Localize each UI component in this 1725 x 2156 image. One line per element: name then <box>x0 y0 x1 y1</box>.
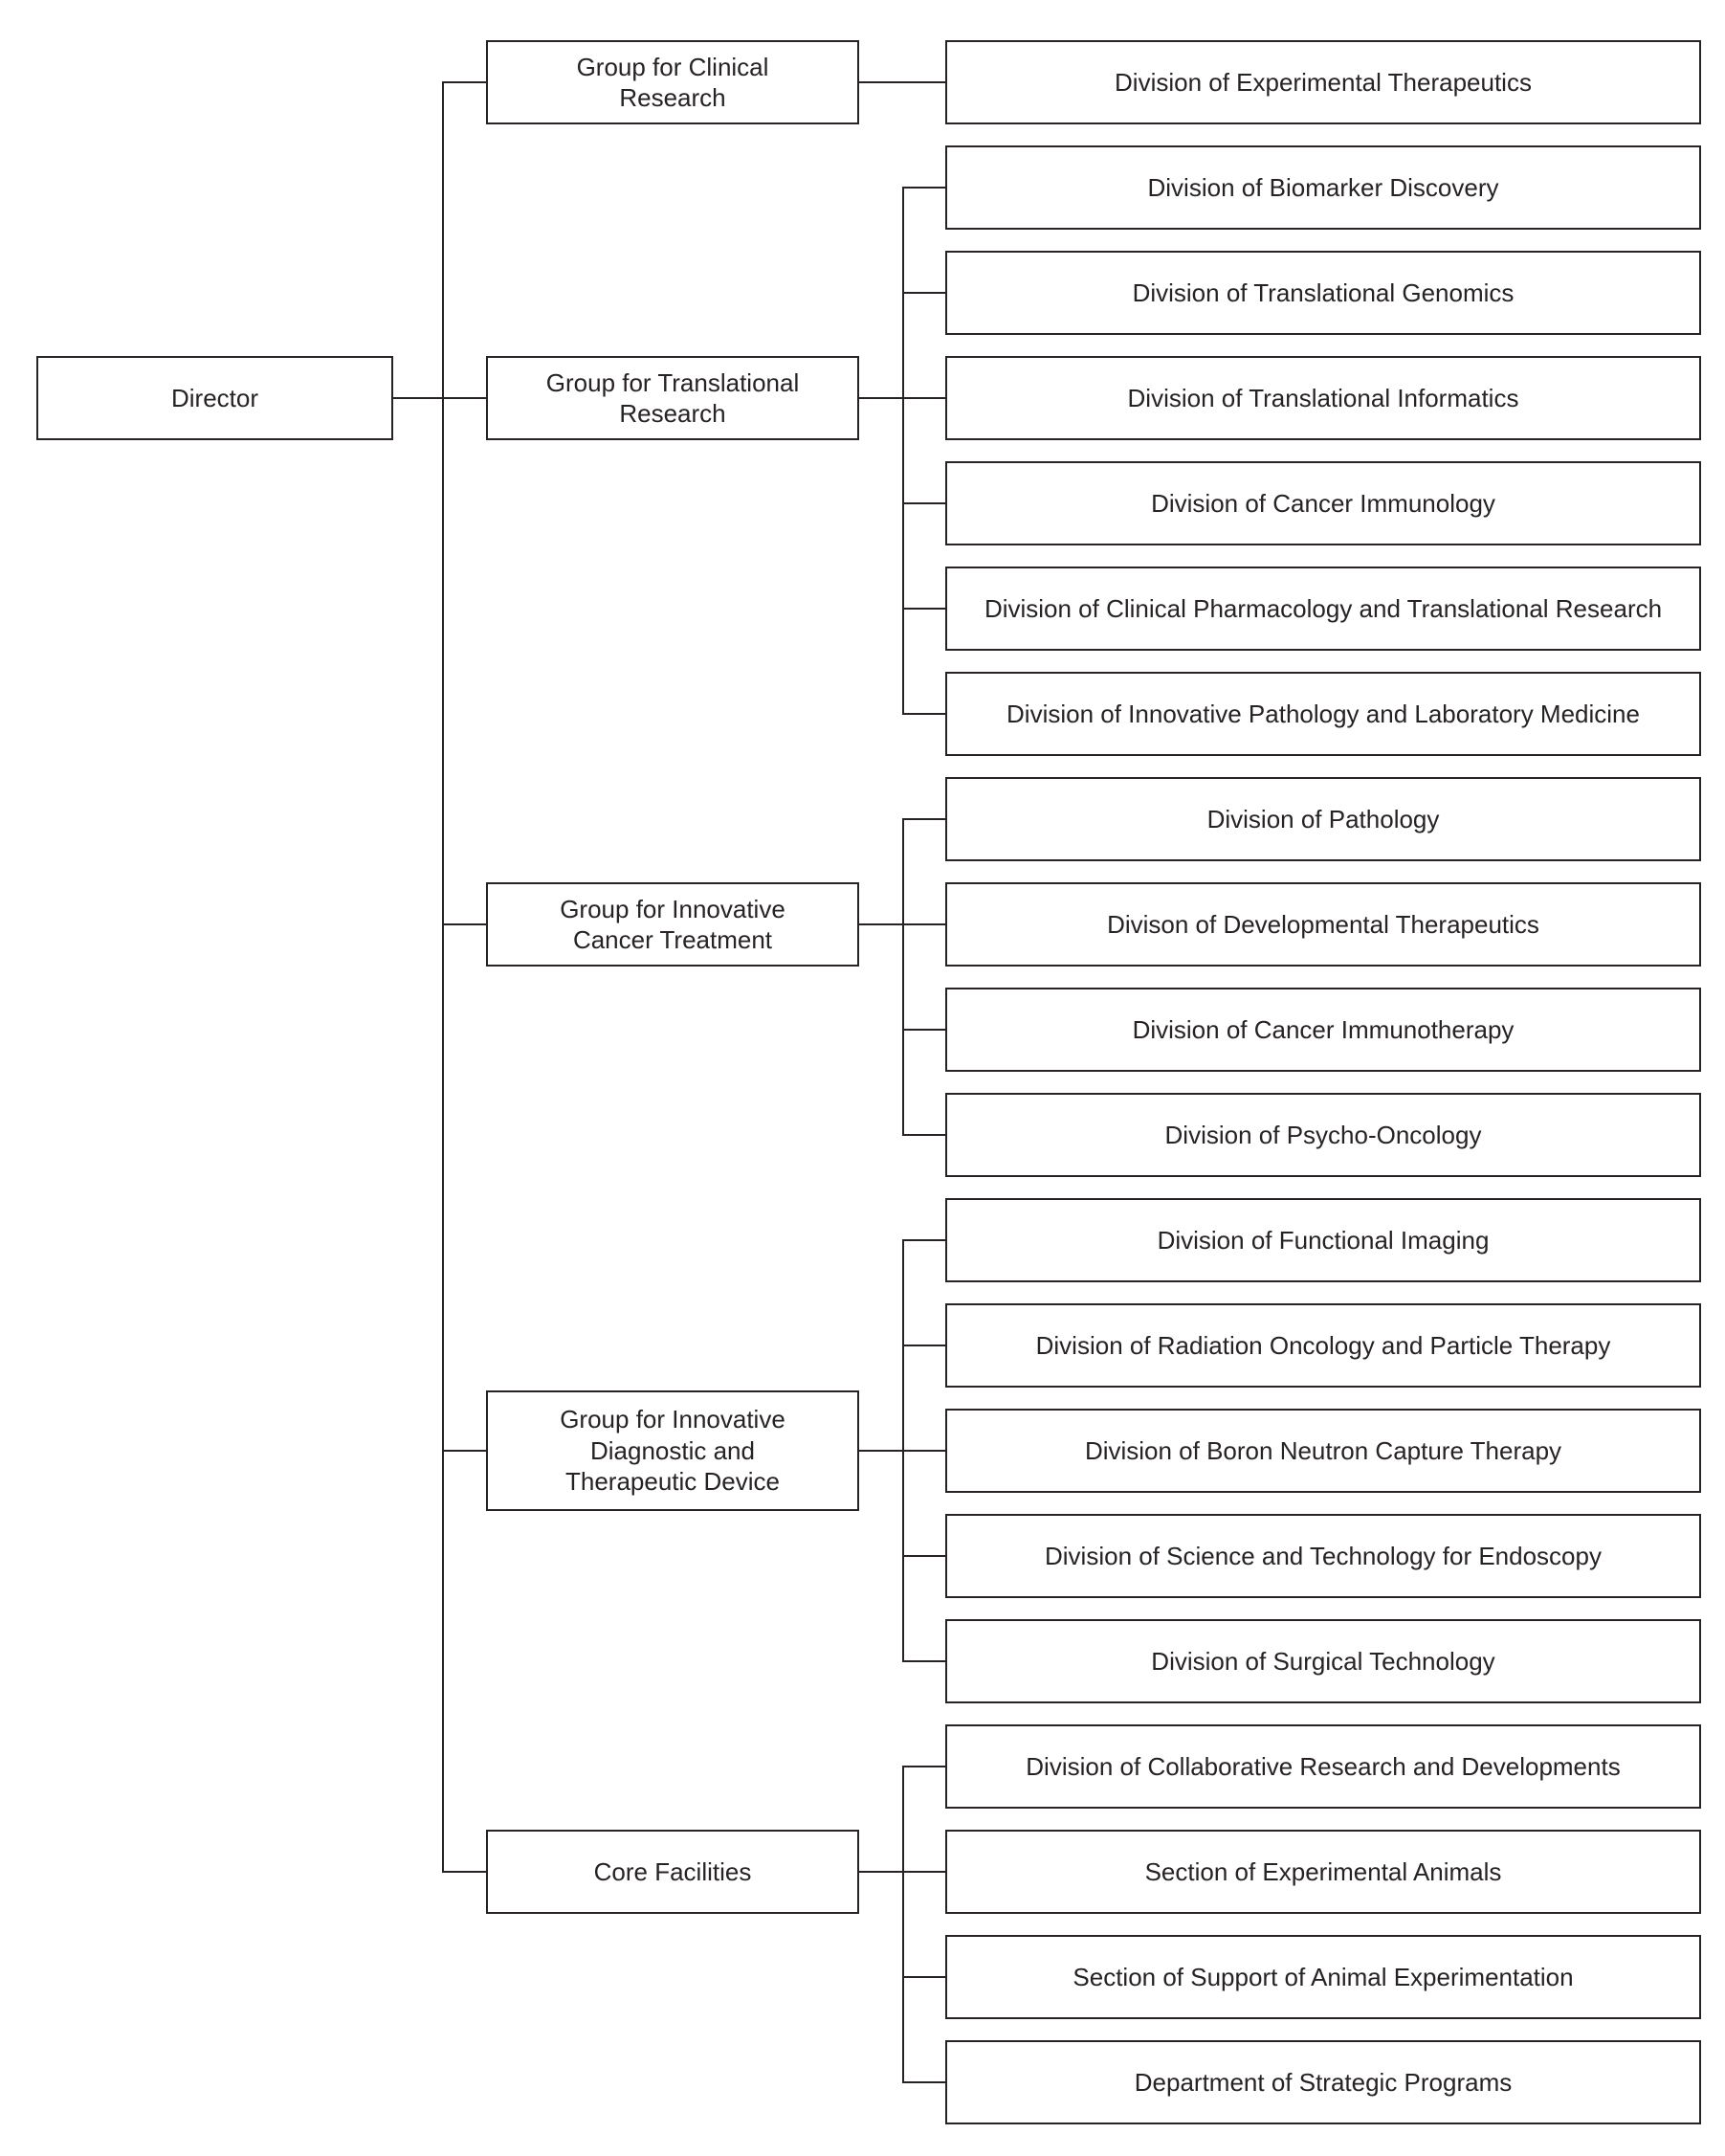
division-connector <box>902 818 945 820</box>
division-connector <box>902 1976 945 1978</box>
group-connector <box>442 397 486 399</box>
group-connector <box>442 923 486 925</box>
director-box: Director <box>36 356 393 440</box>
division-box-innovative-pathology-laboratory-medicine: Division of Innovative Pathology and Lab… <box>945 672 1701 756</box>
group-bracket-connector <box>859 1871 902 1873</box>
group-box-innovative-cancer-treatment: Group for Innovative Cancer Treatment <box>486 882 859 967</box>
section-box-support-animal-experimentation: Section of Support of Animal Experimenta… <box>945 1935 1701 2019</box>
division-connector <box>902 1555 945 1557</box>
bracket-line <box>902 818 904 1136</box>
division-box-experimental-therapeutics: Division of Experimental Therapeutics <box>945 40 1701 124</box>
group-connector <box>442 1450 486 1452</box>
group-bracket-connector <box>859 1450 902 1452</box>
division-box-radiation-oncology-particle-therapy: Division of Radiation Oncology and Parti… <box>945 1303 1701 1388</box>
division-connector <box>902 1450 945 1452</box>
division-box-science-technology-endoscopy: Division of Science and Technology for E… <box>945 1514 1701 1598</box>
division-box-translational-genomics: Division of Translational Genomics <box>945 251 1701 335</box>
division-connector <box>859 81 945 83</box>
bracket-line <box>902 1766 904 2083</box>
bracket-line <box>902 187 904 715</box>
division-connector <box>902 1660 945 1662</box>
division-connector <box>902 187 945 189</box>
group-bracket-connector <box>859 923 902 925</box>
trunk-line <box>442 81 444 1873</box>
division-box-psycho-oncology: Division of Psycho-Oncology <box>945 1093 1701 1177</box>
division-connector <box>902 1134 945 1136</box>
group-bracket-connector <box>859 397 902 399</box>
division-connector <box>902 1239 945 1241</box>
division-box-boron-neutron-capture-therapy: Division of Boron Neutron Capture Therap… <box>945 1409 1701 1493</box>
division-box-translational-informatics: Division of Translational Informatics <box>945 356 1701 440</box>
division-connector <box>902 1766 945 1767</box>
division-box-cancer-immunology: Division of Cancer Immunology <box>945 461 1701 545</box>
department-box-strategic-programs: Department of Strategic Programs <box>945 2040 1701 2124</box>
division-box-cancer-immunotherapy: Division of Cancer Immunotherapy <box>945 988 1701 1072</box>
director-connector <box>393 397 442 399</box>
division-connector <box>902 2081 945 2083</box>
division-box-collaborative-research-developments: Division of Collaborative Research and D… <box>945 1724 1701 1809</box>
group-box-clinical-research: Group for Clinical Research <box>486 40 859 124</box>
division-connector <box>902 608 945 610</box>
division-connector <box>902 923 945 925</box>
group-connector <box>442 1871 486 1873</box>
division-box-biomarker-discovery: Division of Biomarker Discovery <box>945 145 1701 230</box>
group-box-translational-research: Group for Translational Research <box>486 356 859 440</box>
division-connector <box>902 1345 945 1346</box>
group-box-innovative-diagnostic-therapeutic-device: Group for Innovative Diagnostic and Ther… <box>486 1390 859 1511</box>
division-box-pathology: Division of Pathology <box>945 777 1701 861</box>
division-box-clinical-pharmacology-translational-research: Division of Clinical Pharmacology and Tr… <box>945 567 1701 651</box>
section-box-experimental-animals: Section of Experimental Animals <box>945 1830 1701 1914</box>
division-box-functional-imaging: Division of Functional Imaging <box>945 1198 1701 1282</box>
division-connector <box>902 1029 945 1031</box>
group-connector <box>442 81 486 83</box>
group-box-core-facilities: Core Facilities <box>486 1830 859 1914</box>
division-connector <box>902 502 945 504</box>
division-connector <box>902 397 945 399</box>
division-connector <box>902 713 945 715</box>
division-box-surgical-technology: Division of Surgical Technology <box>945 1619 1701 1703</box>
division-box-developmental-therapeutics: Divison of Developmental Therapeutics <box>945 882 1701 967</box>
division-connector <box>902 1871 945 1873</box>
division-connector <box>902 292 945 294</box>
